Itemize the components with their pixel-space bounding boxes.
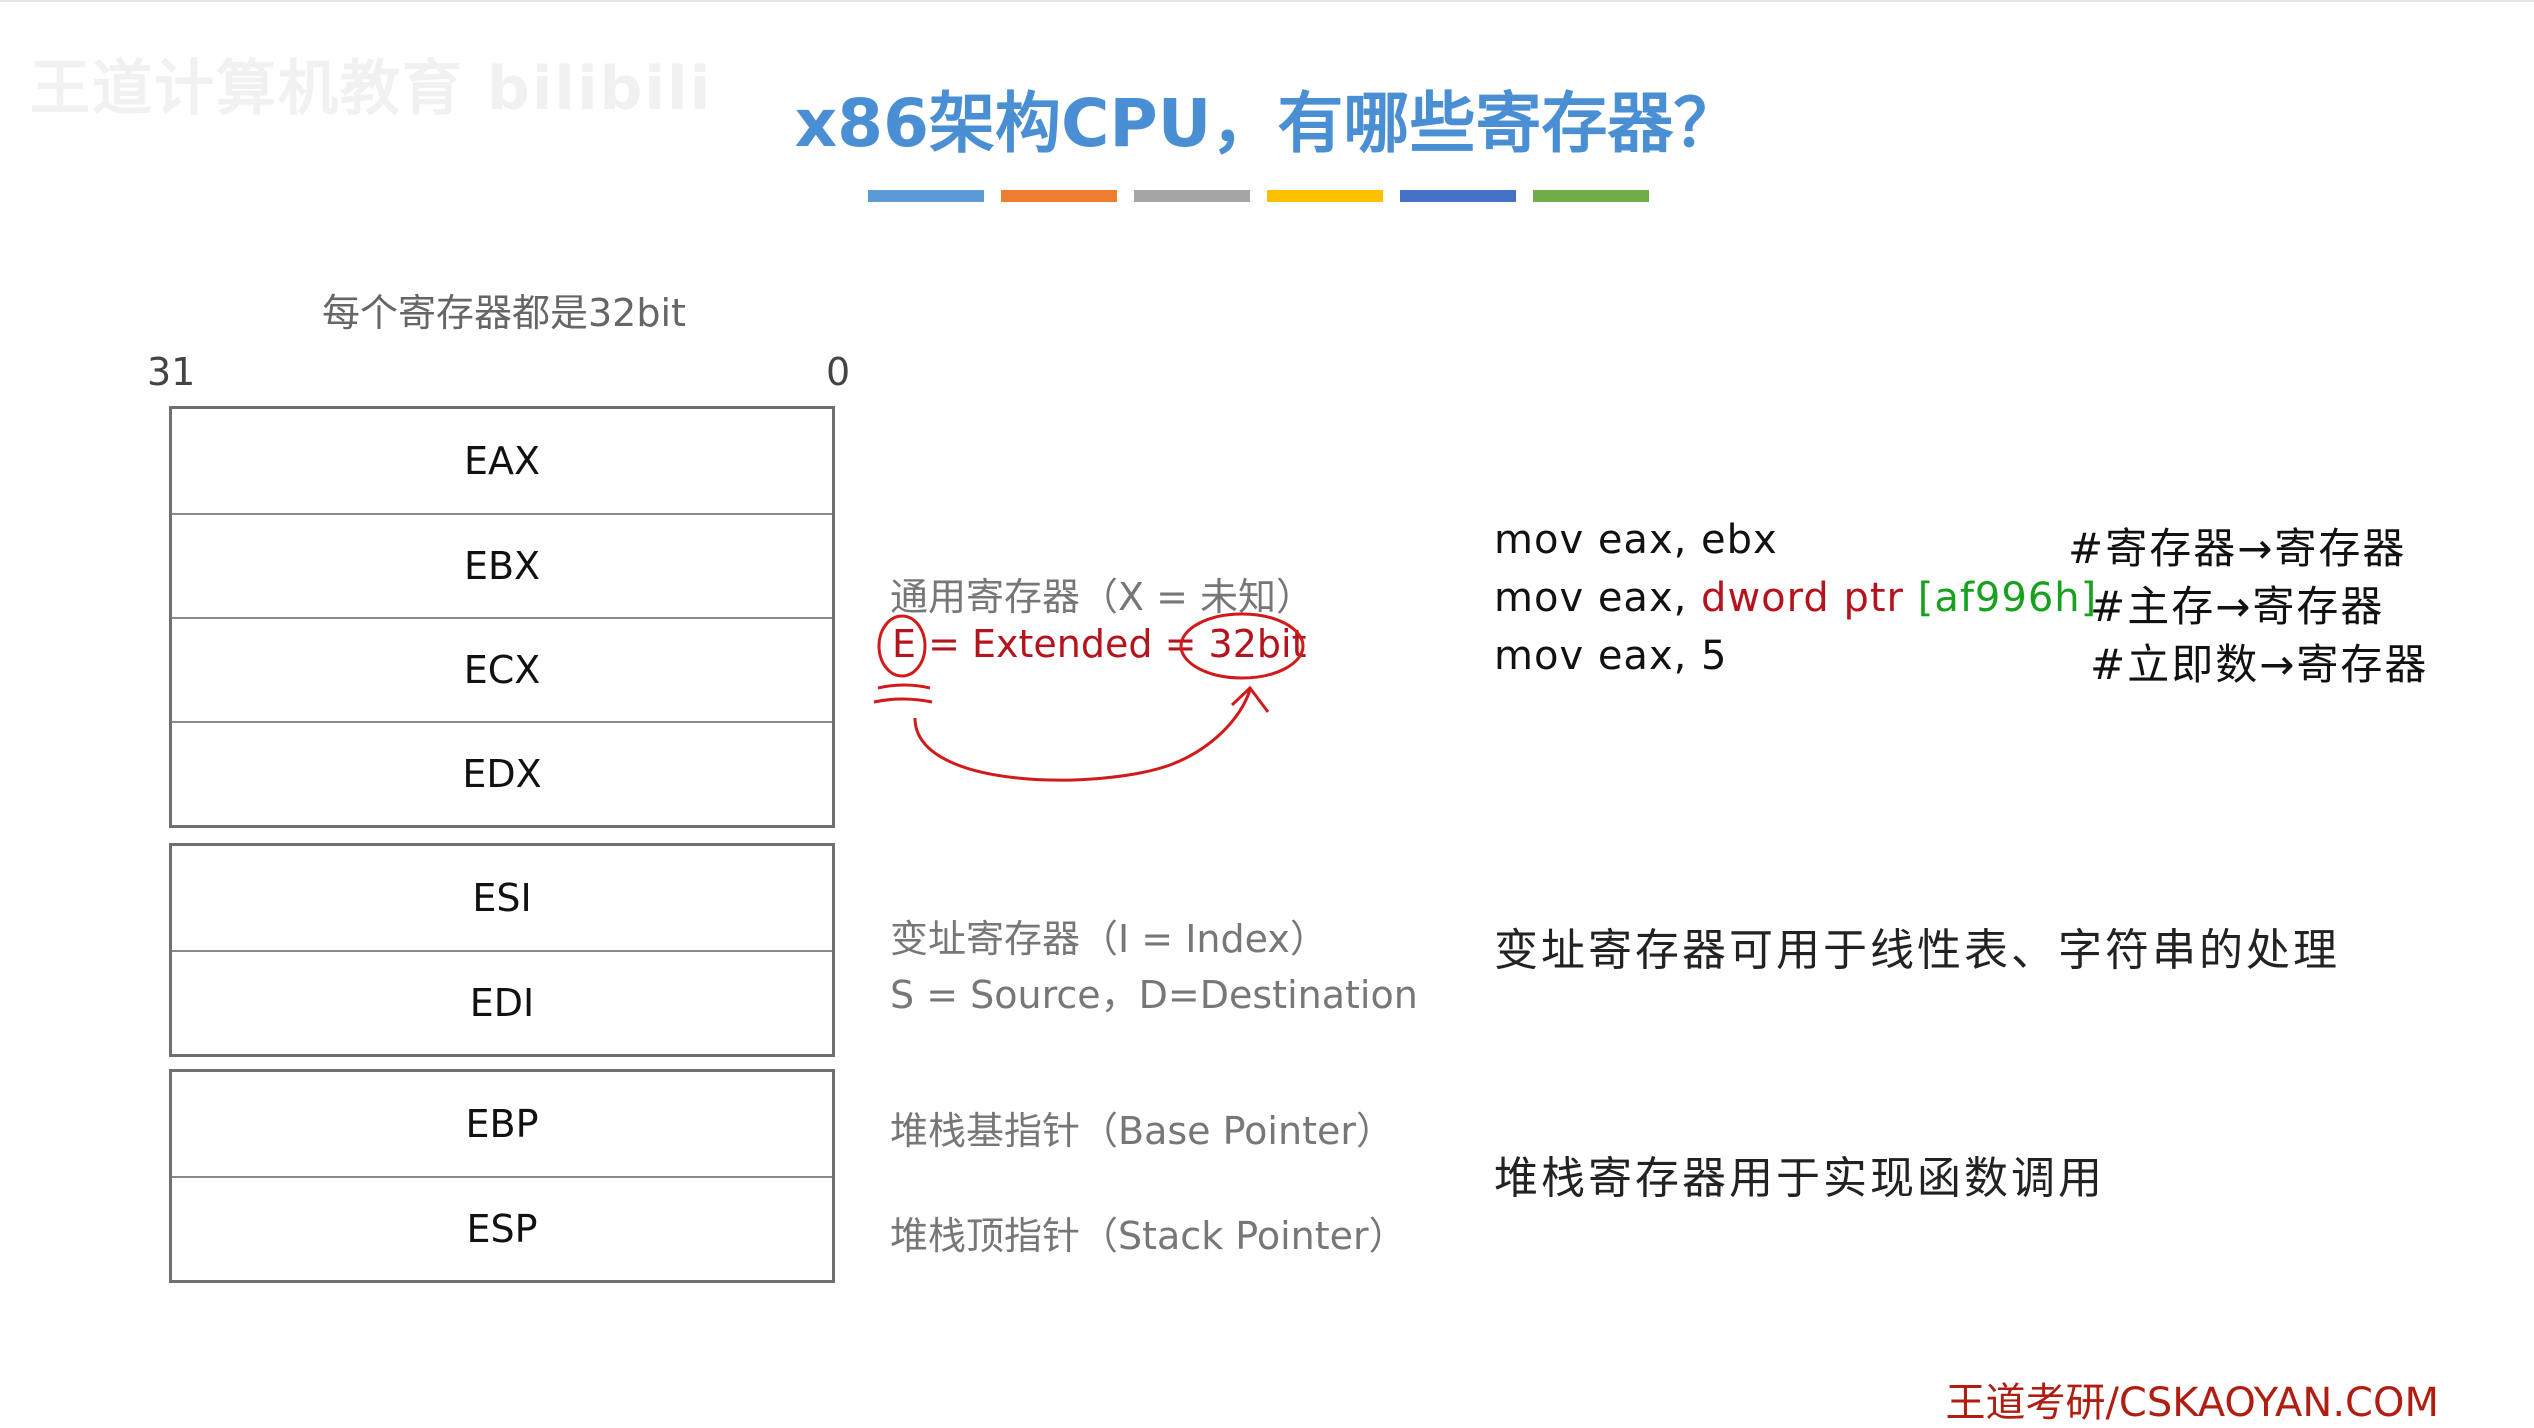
color-bar xyxy=(1400,190,1516,202)
slide-title: x86架构CPU，有哪些寄存器？ xyxy=(794,85,1740,162)
color-bar xyxy=(1134,190,1250,202)
code-dword-ptr: dword ptr xyxy=(1701,575,1918,621)
code-comment-1: #寄存器→寄存器 xyxy=(2068,524,2407,573)
color-bar xyxy=(868,190,984,202)
extended-32bit: 32bit xyxy=(1208,622,1307,666)
color-bar xyxy=(1001,190,1117,202)
code-line-1: mov eax, ebx xyxy=(1494,517,1778,563)
circle-around-32bit xyxy=(1179,612,1305,680)
code-line-2: mov eax, dword ptr [af996h] xyxy=(1494,575,2097,621)
color-bar xyxy=(1533,190,1649,202)
ebp-description: 堆栈基指针（Base Pointer） xyxy=(890,1109,1394,1153)
general-register-group: EAX EBX ECX EDX xyxy=(169,406,835,828)
code-address: [af996h] xyxy=(1917,575,2098,621)
register-esp: ESP xyxy=(172,1176,832,1280)
bit-low-label: 0 xyxy=(826,350,851,394)
extended-equals-text: = Extended = xyxy=(928,622,1197,666)
code-text: mov eax, xyxy=(1494,575,1702,621)
register-ebp: EBP xyxy=(465,1102,539,1146)
index-register-description: 变址寄存器（I = Index） xyxy=(890,917,1328,961)
watermark: 王道计算机教育 bilibili xyxy=(30,54,713,124)
extended-e-letter: E xyxy=(892,622,917,666)
color-bar xyxy=(1267,190,1383,202)
register-eax: EAX xyxy=(463,439,541,483)
top-divider xyxy=(0,0,2534,2)
register-esi: ESI xyxy=(472,876,532,920)
esp-description: 堆栈顶指针（Stack Pointer） xyxy=(890,1214,1407,1258)
code-text: mov eax, 5 xyxy=(1494,633,1728,679)
register-ecx: ECX xyxy=(172,617,832,721)
register-width-caption: 每个寄存器都是32bit xyxy=(322,291,686,335)
extended-explanation: E = Extended = 32bit xyxy=(892,622,1306,666)
circle-around-e xyxy=(877,614,927,678)
curved-arrow xyxy=(913,689,1252,782)
index-register-group: ESI EDI xyxy=(169,843,835,1057)
color-bar-strip xyxy=(868,190,1649,202)
code-comment-2: #主存→寄存器 xyxy=(2090,582,2385,631)
bit-high-label: 31 xyxy=(147,350,196,394)
underline-marks xyxy=(873,683,933,704)
general-register-description: 通用寄存器（X = 未知） xyxy=(890,575,1315,619)
index-register-note: 变址寄存器可用于线性表、字符串的处理 xyxy=(1494,925,2340,976)
register-edx: EDX xyxy=(172,721,832,825)
code-line-3: mov eax, 5 xyxy=(1494,633,1728,679)
index-register-source-dest: S = Source，D=Destination xyxy=(890,973,1418,1017)
arrow-head xyxy=(1230,685,1270,713)
register-ebx: EBX xyxy=(172,513,832,617)
footer-brand: 王道考研/CSKAOYAN.COM xyxy=(1945,1380,2439,1426)
code-comment-3: #立即数→寄存器 xyxy=(2090,640,2429,689)
register-edi: EDI xyxy=(172,950,832,1054)
code-text: mov eax, ebx xyxy=(1494,517,1778,563)
stack-register-note: 堆栈寄存器用于实现函数调用 xyxy=(1494,1153,2105,1204)
stack-register-group: EBP ESP xyxy=(169,1069,835,1283)
